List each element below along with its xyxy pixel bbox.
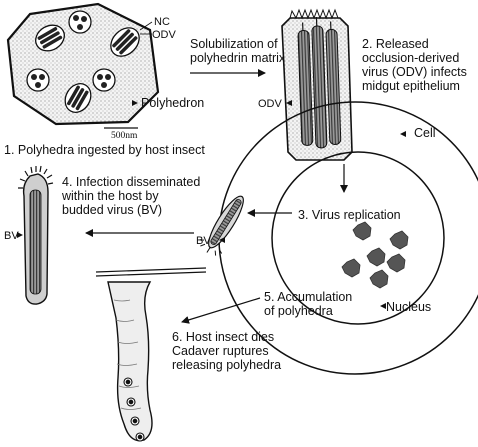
odv-bundle [64, 83, 92, 113]
solubilization-line2: polyhedrin matrix [190, 51, 286, 65]
budded-virus-in-cell [199, 195, 244, 256]
polyhedron-icon [389, 230, 409, 250]
odv-label: ODV [152, 29, 177, 41]
bv-left-label: BV [4, 230, 19, 242]
cell-pointer [400, 131, 406, 137]
odv-cross-section [68, 10, 92, 34]
polyhedron-illustration [6, 2, 160, 126]
odv-cross-section [26, 68, 50, 92]
nucleus-polyhedra [341, 221, 409, 289]
scale-label: 500nm [111, 131, 138, 141]
bv-cell-label: BV [196, 235, 211, 247]
nucleus-label: Nucleus [386, 300, 431, 314]
budded-virus-large [18, 165, 54, 305]
polyhedron-label: Polyhedron [141, 96, 204, 110]
stage4-line3: budded virus (BV) [62, 203, 162, 217]
stage6-line3: releasing polyhedra [172, 358, 281, 372]
nc-pointer [139, 21, 153, 31]
polyhedron-icon [341, 258, 361, 278]
stage5-line2: of polyhedra [264, 304, 333, 318]
solubilization-line1: Solubilization of [190, 37, 278, 51]
stage1-caption: 1. Polyhedra ingested by host insect [4, 143, 205, 157]
bv-cell-pointer [219, 237, 225, 243]
stage4-line1: 4. Infection disseminated [62, 175, 200, 189]
odv-pointer-stage2 [286, 100, 292, 106]
polyhedron-icon [369, 269, 389, 289]
polyhedron-icon [386, 253, 406, 273]
polyhedron-pointer [132, 100, 138, 106]
nc-label: NC [154, 16, 170, 28]
insect-cadaver [95, 267, 207, 442]
stage6-line1: 6. Host insect dies [172, 330, 274, 344]
stage3-label: 3. Virus replication [298, 208, 401, 222]
stage2-line4: midgut epithelium [362, 79, 460, 93]
midgut-cell-with-odv [281, 8, 353, 161]
odv-bundle [110, 27, 140, 57]
odv-bundle [35, 24, 65, 52]
accumulation-arrow [181, 297, 261, 324]
stage4-line2: within the host by [61, 189, 159, 203]
bv-left-pointer [17, 232, 23, 238]
stage5-line1: 5. Accumulation [264, 290, 352, 304]
stage6-line2: Cadaver ruptures [172, 344, 269, 358]
polyhedron-icon [352, 221, 372, 241]
cell-label: Cell [414, 126, 436, 140]
stage2-line2: occlusion-derived [362, 51, 459, 65]
stage2-line3: virus (ODV) infects [362, 65, 467, 79]
stage2-line1: 2. Released [362, 37, 429, 51]
nucleus-membrane [271, 151, 445, 325]
nucleus-pointer [380, 303, 386, 309]
odv-cross-section [92, 68, 116, 92]
odv-label-stage2: ODV [258, 98, 283, 110]
polyhedron-icon [366, 247, 386, 267]
